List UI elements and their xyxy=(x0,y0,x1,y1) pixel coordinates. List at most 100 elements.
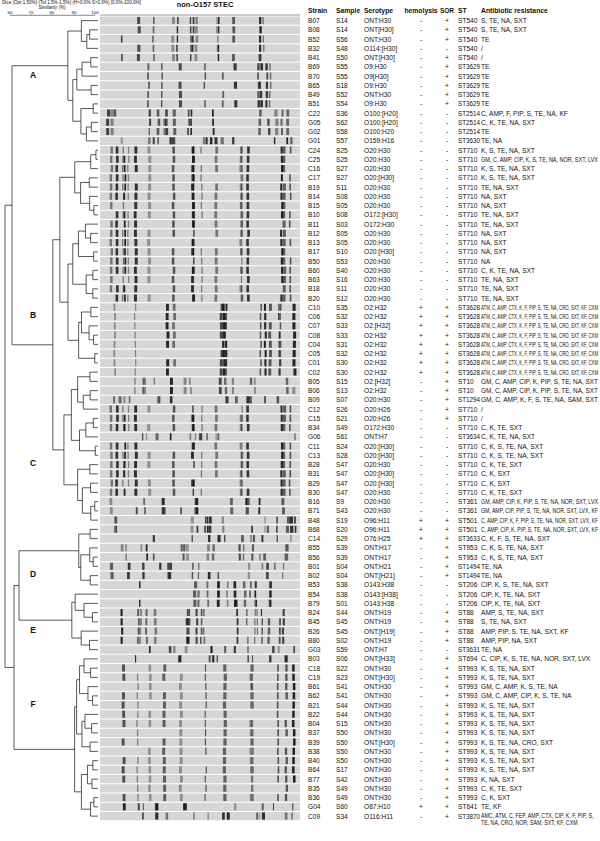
gel-band xyxy=(190,45,191,52)
table-cell: S15 xyxy=(336,719,348,728)
gel-band xyxy=(192,193,193,200)
gel-band xyxy=(225,369,226,376)
dendrogram-branch xyxy=(83,395,98,409)
table-cell: S13 xyxy=(336,386,348,395)
gel-band xyxy=(146,609,148,616)
gel-band xyxy=(285,665,287,672)
dendrogram-branch xyxy=(5,205,14,667)
table-cell: ST993 xyxy=(458,765,477,774)
gel-band xyxy=(137,674,138,681)
gel-band xyxy=(110,221,112,228)
gel-band xyxy=(280,230,282,237)
table-cell: B01 xyxy=(308,562,320,571)
gel-band xyxy=(123,396,125,403)
gel-band xyxy=(217,45,219,52)
table-cell: / xyxy=(481,414,483,423)
gel-band xyxy=(281,443,283,450)
gel-band xyxy=(169,646,171,653)
gel-band xyxy=(115,193,118,200)
gel-lane xyxy=(100,322,300,330)
gel-band xyxy=(137,637,139,644)
table-cell: CIP, K, S, TE, NA, SXT xyxy=(481,580,549,589)
table-cell: TE xyxy=(481,90,489,99)
gel-band xyxy=(116,211,119,218)
gel-lane xyxy=(100,757,300,765)
gel-band xyxy=(195,433,196,440)
gel-band xyxy=(149,119,151,126)
gel-band xyxy=(124,221,126,228)
table-cell: - xyxy=(420,25,422,34)
dendrogram xyxy=(5,21,98,817)
dendrogram-branch xyxy=(90,372,98,381)
gel-band xyxy=(259,45,261,52)
gel-band xyxy=(185,646,188,653)
gel-band xyxy=(240,211,243,218)
gel-band xyxy=(149,110,151,117)
gel-band xyxy=(147,100,149,107)
gel-band xyxy=(179,82,182,89)
table-cell: C04 xyxy=(308,340,320,349)
gel-band xyxy=(224,378,226,385)
gel-band xyxy=(255,591,256,598)
table-cell: ST710 xyxy=(458,488,477,497)
gel-band xyxy=(290,193,292,200)
gel-band xyxy=(180,711,183,718)
gel-band xyxy=(285,674,287,681)
table-cell: ONT:H30 xyxy=(364,793,391,802)
gel-band xyxy=(144,378,146,385)
table-cell: - xyxy=(446,460,448,469)
gel-band xyxy=(121,637,123,644)
table-cell: S23 xyxy=(336,673,348,682)
table-cell: ST993 xyxy=(458,756,477,765)
table-cell: C11 xyxy=(308,442,320,451)
gel-band xyxy=(115,165,118,172)
gel-band xyxy=(147,424,150,431)
gel-band xyxy=(259,17,261,24)
gel-band xyxy=(147,406,150,413)
dendrogram-branch xyxy=(85,714,98,728)
table-cell: O20:H30 xyxy=(364,146,390,155)
table-cell: - xyxy=(446,229,448,238)
table-cell: ST710 xyxy=(458,164,477,173)
gel-band xyxy=(223,665,226,672)
dendrogram-branch xyxy=(93,557,98,566)
gel-band xyxy=(208,572,211,579)
gel-band xyxy=(247,295,250,302)
gel-band xyxy=(113,350,115,357)
gel-lane xyxy=(100,794,300,802)
table-cell: - xyxy=(420,257,422,266)
gel-band xyxy=(232,26,235,33)
axis-tick-label: 70 xyxy=(29,10,34,15)
gel-lane xyxy=(100,174,300,182)
table-cell: ST2514 xyxy=(458,127,480,136)
table-cell: - xyxy=(420,229,422,238)
table-cell: S45 xyxy=(336,617,348,626)
table-cell: - xyxy=(420,590,422,599)
table-cell: + xyxy=(445,691,449,700)
table-cell: O172:H30 xyxy=(364,423,394,432)
table-cell: S16 xyxy=(336,275,348,284)
gel-lane xyxy=(100,470,300,478)
gel-band xyxy=(148,82,150,89)
gel-lane xyxy=(100,701,300,709)
table-cell: ST953 xyxy=(458,553,477,562)
gel-band xyxy=(286,692,288,699)
gel-band xyxy=(110,415,112,422)
gel-band xyxy=(257,628,258,635)
gel-band xyxy=(172,470,175,477)
gel-band xyxy=(281,156,283,163)
gel-band xyxy=(148,258,151,265)
gel-band xyxy=(179,91,182,98)
gel-band xyxy=(192,295,195,302)
gel-band xyxy=(251,526,253,533)
gel-lane xyxy=(100,165,300,173)
gel-band xyxy=(154,618,157,625)
column-header: ST xyxy=(458,7,467,15)
dendrogram-branch xyxy=(85,224,98,238)
gel-band xyxy=(250,378,252,385)
gel-band xyxy=(232,137,234,144)
gel-band xyxy=(220,313,223,320)
gel-lane xyxy=(100,424,300,432)
table-cell: - xyxy=(420,710,422,719)
gel-band xyxy=(269,600,272,607)
